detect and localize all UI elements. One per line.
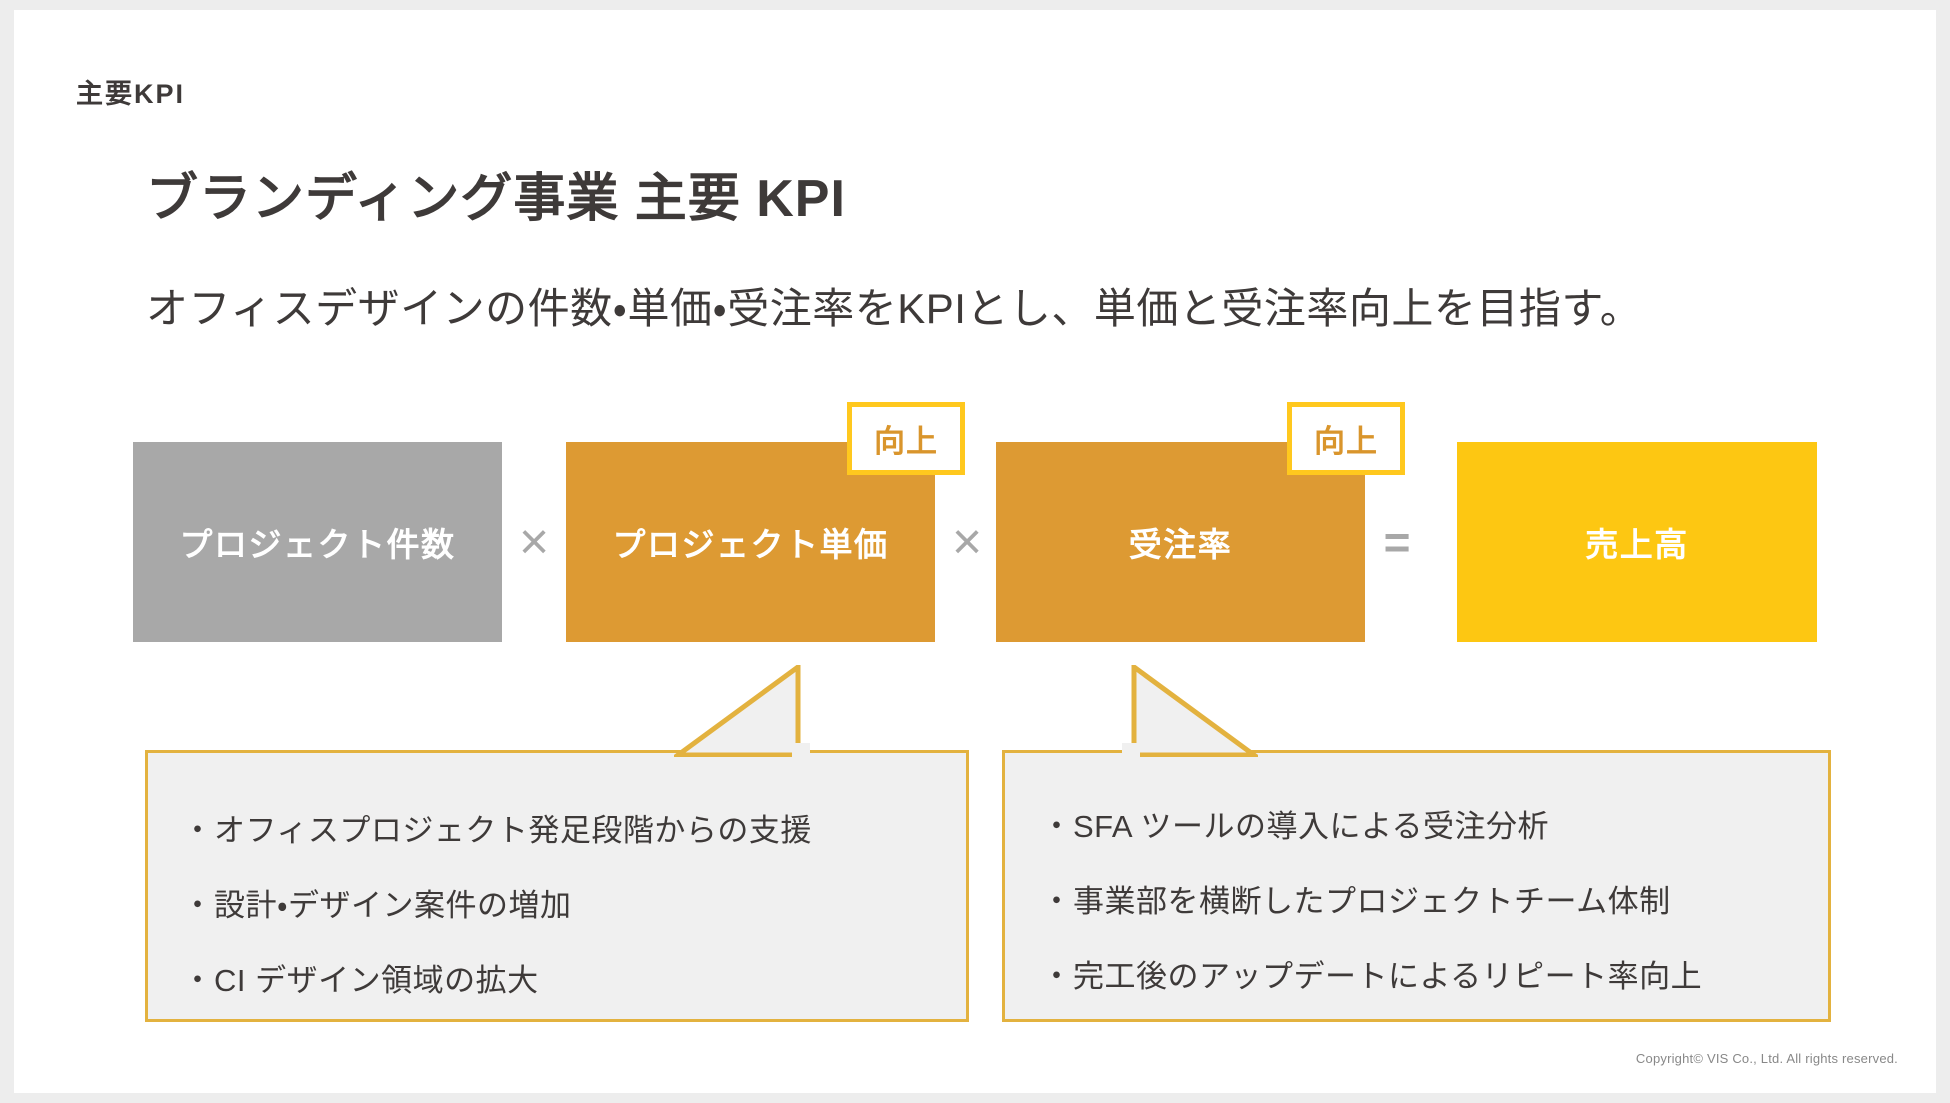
kpi-box-project-count: プロジェクト件数 <box>133 442 502 642</box>
slide-lead-text: オフィスデザインの件数・単価・受注率をKPIとし、単価と受注率向上を目指す。 <box>146 285 1643 332</box>
list-item: SFA ツールの導入による受注分析 <box>1041 801 1828 846</box>
improve-badge-order-rate: 向上 <box>1287 402 1405 475</box>
list-item: 設計・デザイン案件の増加 <box>182 880 966 925</box>
copyright-notice: Copyright© VIS Co., Ltd. All rights rese… <box>1635 1051 1898 1066</box>
list-item: 完工後のアップデートによるリピート率向上 <box>1041 951 1828 996</box>
page-title: ブランディング事業 主要 KPI <box>146 170 846 228</box>
multiply-operator-icon: × <box>951 513 983 571</box>
list-item: 事業部を横断したプロジェクトチーム体制 <box>1041 876 1828 921</box>
slide-canvas: 主要KPI ブランディング事業 主要 KPI オフィスデザインの件数・単価・受注… <box>14 10 1936 1093</box>
multiply-operator-icon: × <box>518 513 550 571</box>
callout-list: オフィスプロジェクト発足段階からの支援 設計・デザイン案件の増加 CI デザイン… <box>182 805 966 1000</box>
callout-list: SFA ツールの導入による受注分析 事業部を横断したプロジェクトチーム体制 完工… <box>1041 801 1828 996</box>
kpi-box-project-unit-price: プロジェクト単価 <box>566 442 935 642</box>
callout-pointer-right <box>1122 665 1258 757</box>
callout-box-unit-price: オフィスプロジェクト発足段階からの支援 設計・デザイン案件の増加 CI デザイン… <box>145 750 969 1022</box>
kpi-formula-row: プロジェクト件数 × プロジェクト単価 × 受注率 = 売上高 <box>14 442 1936 642</box>
kpi-box-order-rate: 受注率 <box>996 442 1365 642</box>
list-item: CI デザイン領域の拡大 <box>182 955 966 1000</box>
list-item: オフィスプロジェクト発足段階からの支援 <box>182 805 966 850</box>
callout-box-order-rate: SFA ツールの導入による受注分析 事業部を横断したプロジェクトチーム体制 完工… <box>1002 750 1831 1022</box>
equals-operator-icon: = <box>1383 516 1411 568</box>
callout-pointer-left <box>674 665 810 757</box>
kpi-box-sales-revenue: 売上高 <box>1457 442 1817 642</box>
improve-badge-unit-price: 向上 <box>847 402 965 475</box>
slide-eyebrow: 主要KPI <box>76 79 186 109</box>
